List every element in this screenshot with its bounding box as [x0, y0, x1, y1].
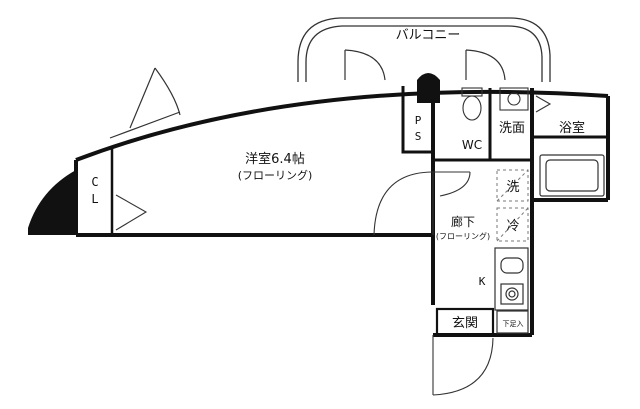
- pillar-top: [417, 73, 440, 103]
- shoe-storage: [496, 310, 529, 334]
- entrance-door: [432, 335, 494, 396]
- toilet-label: WC: [462, 138, 482, 152]
- hallway-floor-label: (フローリング): [436, 231, 490, 241]
- closet-label-top: C: [91, 175, 98, 189]
- toilet-fixture: [461, 87, 483, 121]
- black-wedge-left: [28, 170, 76, 235]
- fridge-space: [496, 207, 529, 242]
- bathroom-label: 浴室: [559, 120, 585, 136]
- western-room-label: 洋室6.4帖: [245, 151, 305, 167]
- bathtub: [539, 154, 605, 197]
- wash-basin: [499, 87, 529, 111]
- washroom-label: 洗面: [499, 121, 525, 136]
- pipe-space: [401, 86, 433, 154]
- washer-label: 洗: [506, 180, 519, 195]
- kitchen-label: K: [479, 275, 486, 288]
- pipe-space-label-bottom: S: [415, 130, 422, 143]
- balcony-outline: [297, 17, 551, 82]
- hallway-door: [373, 171, 471, 236]
- balcony-door-right: [465, 49, 506, 81]
- kitchen-counter: [494, 247, 529, 311]
- closet-door: [115, 194, 148, 231]
- hallway-label: 廊下: [451, 214, 475, 229]
- balcony-door-left: [344, 49, 386, 81]
- western-room-floor-label: (フローリング): [238, 168, 313, 182]
- entrance-box: [435, 307, 495, 337]
- entrance-label: 玄関: [452, 316, 478, 331]
- window-door-upper-left: [109, 67, 181, 139]
- balcony-label: バルコニー: [396, 28, 461, 43]
- shoe-storage-label: 下足入: [503, 320, 524, 328]
- washer-space: [496, 169, 529, 202]
- pipe-space-label-top: P: [415, 114, 422, 127]
- bath-door: [535, 95, 552, 113]
- closet-label-bottom: L: [91, 192, 98, 206]
- wet-area-walls: [433, 88, 608, 162]
- fridge-label: 冷: [506, 219, 519, 234]
